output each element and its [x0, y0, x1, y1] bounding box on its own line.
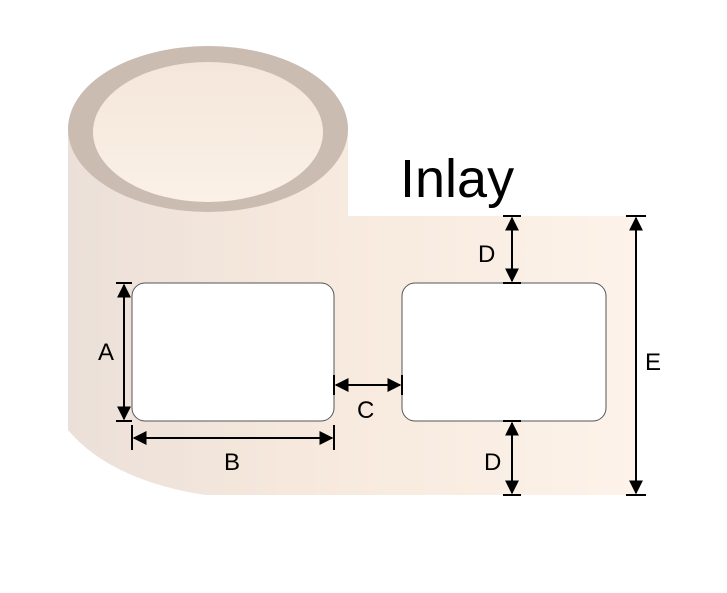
dimension-e-label: E: [645, 349, 661, 376]
roll-core: [93, 62, 323, 202]
dimension-c-label: C: [357, 397, 374, 424]
dimension-d-top-label: D: [478, 241, 495, 268]
label-2: [401, 282, 607, 422]
label-1: [131, 282, 335, 422]
dimension-d-bottom-label: D: [484, 449, 501, 476]
diagram-title: Inlay: [400, 149, 514, 209]
dimension-b-label: B: [224, 449, 240, 476]
dimension-a-label: A: [98, 339, 114, 366]
